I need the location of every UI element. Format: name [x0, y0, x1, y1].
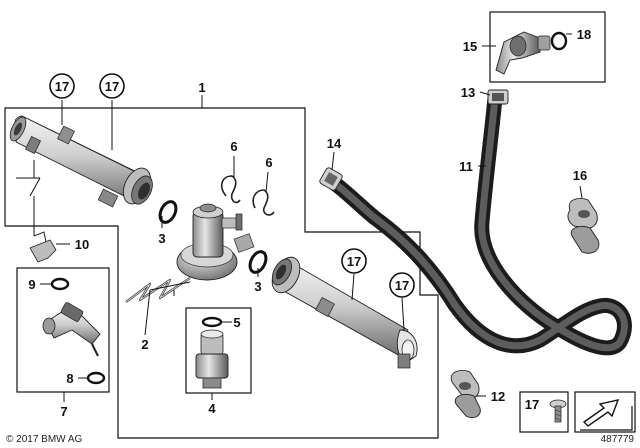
callout-11: 11 [459, 159, 473, 174]
diagram-number: 487779 [601, 434, 635, 445]
callout-10: 10 [75, 237, 89, 252]
assembly-frame-1 [4, 107, 439, 439]
callout-3a: 3 [158, 231, 165, 246]
leader-lines [16, 33, 583, 402]
callout-17d: 17 [395, 278, 409, 293]
callout-1: 1 [198, 80, 205, 95]
callout-circle-17b [99, 73, 125, 99]
legend-box-17 [519, 391, 569, 433]
callout-17b: 17 [105, 79, 119, 94]
connector-15 [495, 31, 551, 75]
callout-12: 12 [491, 389, 505, 404]
callout-circle-17c [341, 248, 367, 274]
callout-7: 7 [60, 404, 67, 419]
callout-18: 18 [577, 27, 591, 42]
callout-14: 14 [327, 136, 342, 151]
fuel-rail-left [9, 115, 153, 208]
legend-box-arrow [574, 391, 636, 433]
callout-3b: 3 [254, 279, 261, 294]
callout-17c: 17 [347, 254, 361, 269]
direction-arrow-icon [580, 399, 633, 431]
callout-6b: 6 [265, 155, 272, 170]
callout-5: 5 [233, 315, 240, 330]
callout-15: 15 [463, 39, 477, 54]
clip-6a [220, 175, 241, 204]
callout-16: 16 [573, 168, 587, 183]
spring-clip-2 [125, 277, 191, 303]
callout-6a: 6 [230, 139, 237, 154]
callout-8: 8 [66, 371, 73, 386]
injector [42, 302, 101, 357]
seal-ring-9 [50, 277, 70, 291]
seal-ring-8 [86, 371, 106, 385]
pressure-regulator [176, 203, 255, 281]
seal-ring-3b [248, 250, 268, 274]
callout-9: 9 [28, 277, 35, 292]
callout-4: 4 [208, 401, 216, 416]
seal-ring-18 [550, 31, 568, 51]
valve-4 [195, 329, 229, 389]
screw-icon [549, 399, 567, 423]
callout-2: 2 [141, 337, 148, 352]
assembly-frame-7 [16, 267, 110, 393]
assembly-frame-4 [185, 307, 252, 394]
callout-17e: 17 [525, 397, 539, 412]
seal-ring-5 [201, 316, 223, 328]
callout-circle-17a [49, 73, 75, 99]
seal-ring-3a [158, 200, 178, 224]
callout-17a: 17 [55, 79, 69, 94]
clip-12 [450, 370, 481, 419]
clip-6b [252, 189, 275, 216]
assembly-frame-15 [489, 11, 606, 83]
copyright-text: © 2017 BMW AG [6, 434, 83, 445]
callout-circle-17d [389, 272, 415, 298]
fuel-rail-right [271, 256, 418, 369]
fuel-hose [322, 90, 632, 356]
clip-16 [567, 198, 600, 254]
clip-10 [29, 231, 57, 263]
callout-13: 13 [461, 85, 475, 100]
hose-clip-14 [319, 167, 343, 191]
hose-clip-13 [487, 89, 509, 105]
